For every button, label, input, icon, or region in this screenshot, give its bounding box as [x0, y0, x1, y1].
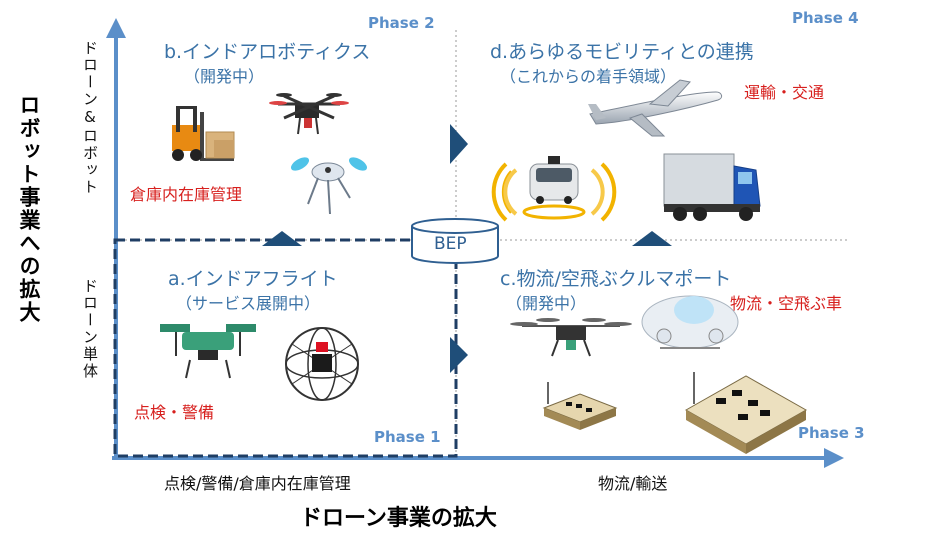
- quadrant-c-status: （開発中）: [506, 294, 587, 313]
- arrow-right-bottom: [450, 337, 468, 373]
- x-axis-left-label: 点検/警備/倉庫内在庫管理: [164, 474, 351, 493]
- quadrant-c-use-case: 物流・空飛ぶ車: [730, 294, 843, 313]
- caged-drone-icon: [285, 327, 359, 401]
- quadrant-a-status: （サービス展開中）: [176, 294, 321, 313]
- y-axis-arrowhead: [106, 18, 126, 38]
- autonomous-car-icon: [491, 156, 617, 222]
- quadrant-b-title: b.インドアロボティクス: [164, 41, 371, 63]
- quadrant-d-title: d.あらゆるモビリティとの連携: [490, 41, 754, 63]
- quadrant-d-use-case: 運輸・交通: [744, 83, 825, 102]
- quadrant-b-use-case: 倉庫内在庫管理: [130, 185, 243, 204]
- x-axis-right-label: 物流/輸送: [598, 474, 668, 493]
- arrow-right-top: [450, 124, 468, 164]
- arrow-up-left: [262, 231, 302, 246]
- forklift-icon: [172, 106, 235, 161]
- quadrant-a-use-case: 点検・警備: [134, 403, 215, 422]
- flying-car-icon: [641, 295, 739, 349]
- bep-cylinder: [411, 218, 499, 264]
- inspection-drone-icon: [160, 324, 256, 379]
- walking-drone-robot-icon: [290, 157, 368, 215]
- y-axis-title: ロボット事業への拡大: [17, 94, 41, 324]
- phase1-label: Phase 1: [374, 428, 441, 446]
- quadrant-b-status: （開発中）: [184, 67, 265, 86]
- phase2-label: Phase 2: [368, 14, 435, 32]
- arrow-up-right: [632, 231, 672, 246]
- delivery-drone-icon: [510, 318, 632, 357]
- marker-pad-icon: [542, 382, 618, 430]
- y-axis-lower-label: ドローン単体: [81, 278, 99, 380]
- y-axis-upper-label: ドローン&ロボット: [81, 40, 99, 196]
- phase3-label: Phase 3: [798, 424, 865, 442]
- marker-pad-icon-large: [684, 372, 808, 454]
- hexacopter-drone-icon: [269, 93, 349, 135]
- bep-label: BEP: [434, 234, 467, 254]
- x-axis-arrowhead: [824, 448, 844, 468]
- quadrant-a-title: a.インドアフライト: [168, 268, 338, 290]
- x-axis-title: ドローン事業の拡大: [300, 506, 497, 531]
- phase4-label: Phase 4: [792, 9, 859, 27]
- quadrant-d-status: （これからの着手領域）: [500, 67, 677, 86]
- airplane-icon: [588, 79, 723, 137]
- truck-icon: [663, 153, 761, 221]
- quadrant-c-title: c.物流/空飛ぶクルマポート: [500, 268, 732, 290]
